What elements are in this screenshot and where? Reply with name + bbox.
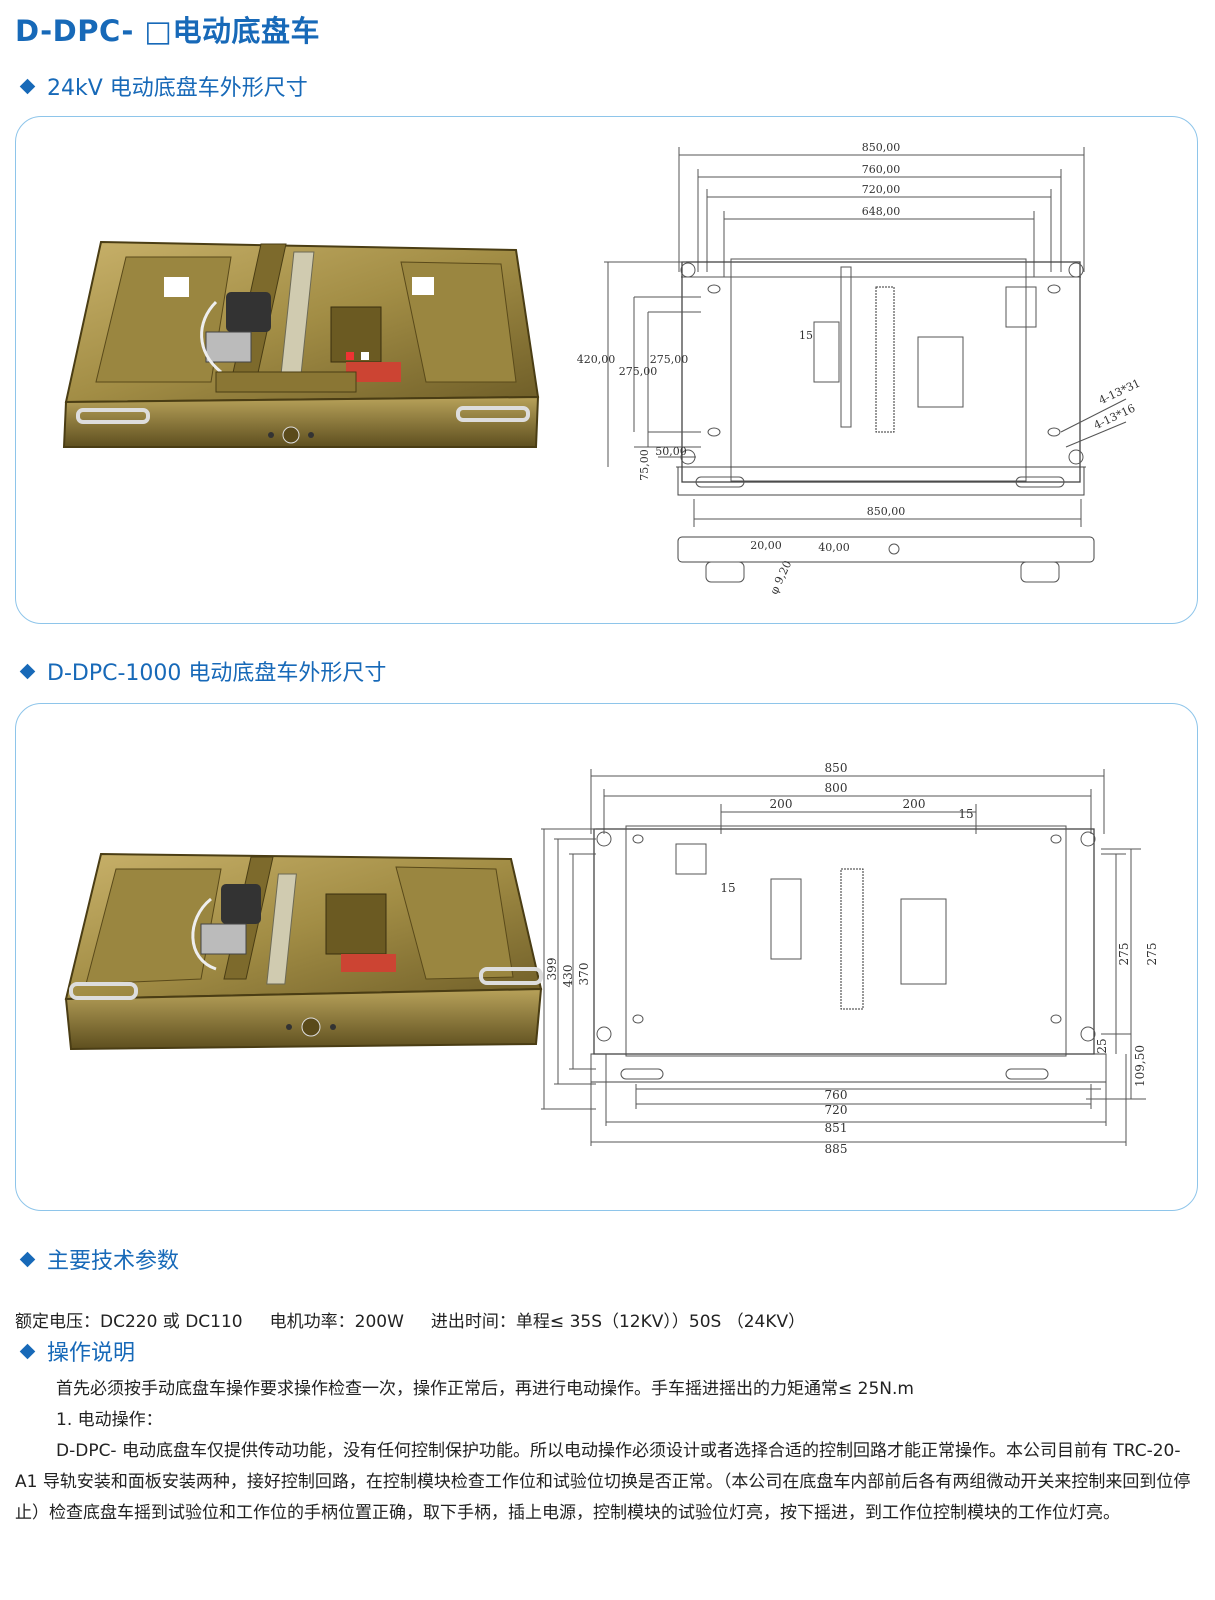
dim-720: 720,00	[862, 183, 901, 196]
section-heading-label: D-DPC-1000 电动底盘车外形尺寸	[47, 661, 387, 686]
dim-phi: φ 9,20	[767, 559, 794, 597]
section-heading-operation: 操作说明	[18, 1335, 135, 1367]
diamond-bullet-icon	[19, 1251, 36, 1267]
operation-para-3: D-DPC- 电动底盘车仅提供传动功能，没有任何控制保护功能。所以电动操作必须设…	[15, 1441, 1191, 1523]
dim-275-b: 275,00	[619, 365, 658, 378]
dim-370: 370	[577, 963, 591, 986]
dim-15-top: 15	[958, 807, 973, 821]
dim-430: 430	[561, 965, 575, 988]
page-title: D-DPC- □电动底盘车	[15, 14, 320, 48]
diamond-bullet-icon	[19, 663, 36, 679]
dim-885: 885	[825, 1142, 848, 1156]
dim-15-inner: 15	[720, 881, 735, 895]
dim-800: 800	[825, 781, 848, 795]
tech-params-line: 额定电压：DC220 或 DC110 电机功率：200W 进出时间：单程≤ 35…	[15, 1312, 806, 1332]
dim-275-a: 275	[1117, 943, 1131, 966]
diamond-bullet-icon	[19, 1343, 36, 1359]
section-heading-label: 24kV 电动底盘车外形尺寸	[47, 76, 308, 101]
dim-760: 760,00	[862, 163, 901, 176]
dim-75: 75,00	[638, 449, 651, 481]
section-heading-params: 主要技术参数	[18, 1243, 179, 1275]
dim-hole-b: 4-13*16	[1092, 402, 1138, 432]
section-heading-1000: D-DPC-1000 电动底盘车外形尺寸	[18, 655, 386, 687]
dim-15: 15	[799, 329, 813, 342]
dim-200-a: 200	[770, 797, 793, 811]
dim-50: 50,00	[655, 445, 687, 458]
section-heading-24kv: 24kV 电动底盘车外形尺寸	[18, 70, 308, 102]
dim-275-b: 275	[1145, 943, 1159, 966]
diamond-bullet-icon	[19, 78, 36, 94]
section-heading-label: 主要技术参数	[47, 1249, 180, 1274]
dim-760: 760	[825, 1088, 848, 1102]
panel-24kv: 850,00 760,00 720,00 648,00 420,00 275,0…	[15, 116, 1198, 624]
operation-para-2: 1. 电动操作：	[56, 1410, 163, 1430]
operation-para-1: 首先必须按手动底盘车操作要求操作检查一次，操作正常后，再进行电动操作。手车摇进摇…	[56, 1379, 914, 1399]
dim-720: 720	[825, 1103, 848, 1117]
dim-850-bottom: 850,00	[867, 505, 906, 518]
dimension-drawing-1000: 850 800 200 200 15 15 399 430 370 275 27…	[541, 761, 1159, 1156]
dim-25: 25	[1095, 1038, 1109, 1053]
dim-850-top: 850,00	[862, 141, 901, 154]
dim-40: 40,00	[818, 541, 850, 554]
dim-850: 850	[825, 761, 848, 775]
dim-109: 109,50	[1133, 1045, 1147, 1087]
dim-648: 648,00	[862, 205, 901, 218]
dim-851: 851	[825, 1121, 848, 1135]
dim-275-a: 275,00	[650, 353, 689, 366]
panel-1000: 850 800 200 200 15 15 399 430 370 275 27…	[15, 703, 1198, 1211]
dim-399: 399	[545, 958, 559, 981]
section-heading-label: 操作说明	[47, 1341, 136, 1366]
operation-text: 首先必须按手动底盘车操作要求操作检查一次，操作正常后，再进行电动操作。手车摇进摇…	[15, 1374, 1200, 1529]
dim-20: 20,00	[750, 539, 782, 552]
dimension-drawing-24kv: 850,00 760,00 720,00 648,00 420,00 275,0…	[577, 141, 1143, 597]
chassis-photo-1000	[64, 852, 543, 1051]
dim-200-b: 200	[903, 797, 926, 811]
dim-420: 420,00	[577, 353, 616, 366]
chassis-photo-24kv	[62, 240, 540, 448]
